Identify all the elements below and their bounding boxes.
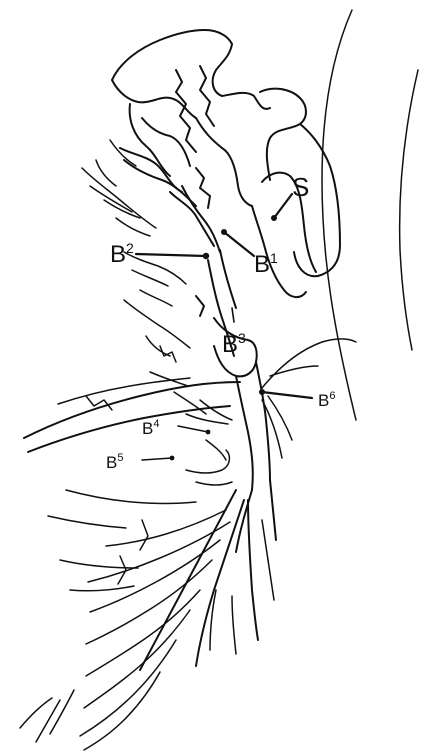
label-B4-sup: 4: [153, 418, 159, 430]
label-B5-base: B: [106, 453, 117, 472]
label-B5: B5: [106, 452, 123, 472]
label-B2-base: B: [110, 241, 126, 268]
dot-B5: [170, 456, 175, 461]
upper-left-twigs: [82, 140, 190, 362]
label-B3: B3: [222, 330, 246, 358]
leader-B5: [142, 458, 172, 460]
label-B5-sup: 5: [117, 452, 123, 464]
label-B6: B6: [318, 390, 335, 410]
leader-B1: [224, 232, 254, 256]
dot-B2: [203, 253, 209, 259]
label-B2: B2: [110, 240, 134, 268]
label-B1-base: B: [254, 251, 270, 278]
outline-curves: [322, 10, 418, 420]
label-B4-base: B: [142, 419, 153, 438]
label-B3-base: B: [222, 331, 238, 358]
label-S-base: S: [292, 172, 309, 202]
central-trunk: [196, 250, 276, 552]
label-B2-sup: 2: [126, 240, 134, 256]
dot-B4: [206, 430, 211, 435]
label-B6-sup: 6: [329, 390, 335, 402]
dot-S: [271, 215, 277, 221]
leader-S: [274, 194, 292, 218]
leader-B2: [136, 254, 206, 256]
label-B4: B4: [142, 418, 159, 438]
label-B6-base: B: [318, 391, 329, 410]
label-B3-sup: 3: [238, 330, 246, 346]
dot-B1: [221, 229, 227, 235]
label-S: S: [292, 172, 309, 202]
label-B1-sup: 1: [270, 250, 278, 266]
middle-left-branches: [24, 372, 240, 485]
leader-B4: [178, 426, 208, 432]
leader-B3: [232, 308, 234, 322]
lower-fan-branches: [20, 490, 274, 750]
dot-B6: [259, 389, 265, 395]
upper-jagged-branches: [120, 66, 220, 252]
upper-lobe-outline: [112, 30, 340, 297]
